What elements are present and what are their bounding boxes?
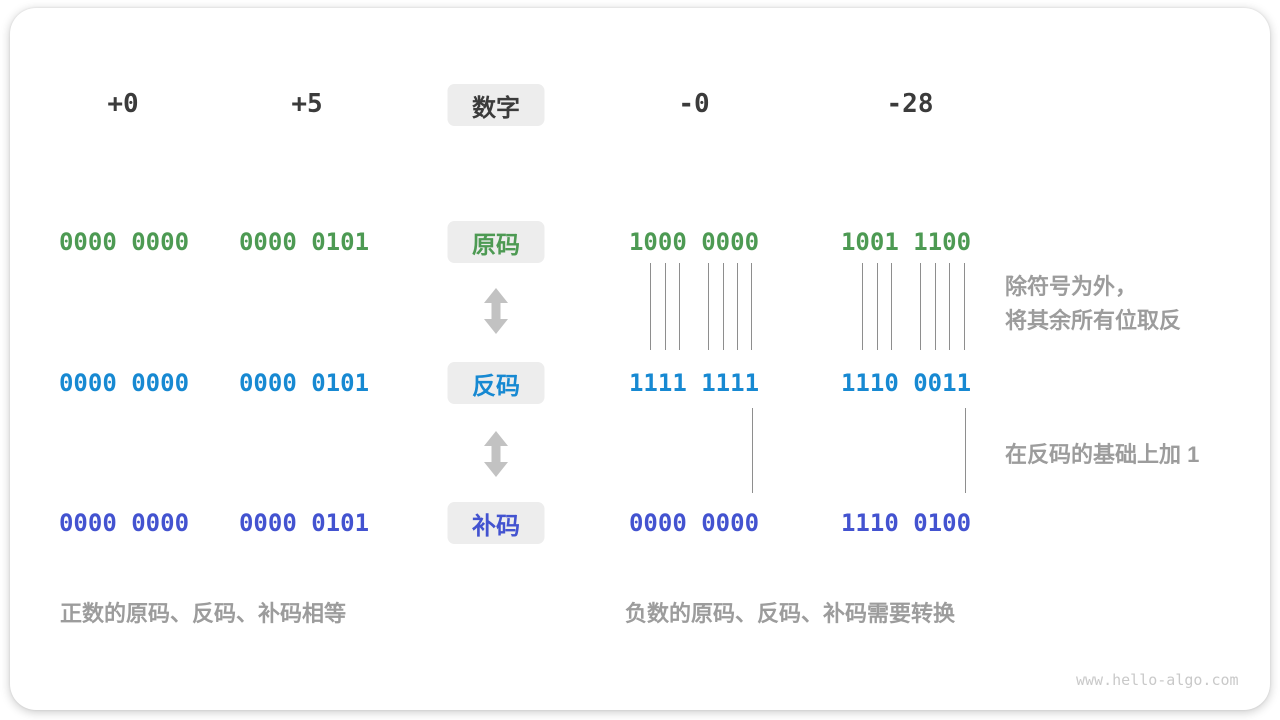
annotation-add-one: 在反码的基础上加 1 xyxy=(1005,442,1200,467)
annotation-invert-line2: 将其余所有位取反 xyxy=(1005,308,1182,333)
chip-twos-complement: 补码 xyxy=(447,502,545,544)
sign-magnitude-value-minus28: 1001 1100 xyxy=(840,228,972,256)
header-plus-5: +5 xyxy=(291,89,323,119)
chip-ones-complement: 反码 xyxy=(447,362,545,404)
ones-complement-value-plus5: 0000 0101 xyxy=(238,369,370,397)
chip-sign-magnitude-label: 原码 xyxy=(472,231,520,259)
up-down-arrow-icon xyxy=(484,431,508,477)
sign-magnitude-value-plus0: 0000 0000 xyxy=(58,228,190,256)
chip-number-label: 数字 xyxy=(472,94,520,122)
twos-complement-value-minus28: 1110 0100 xyxy=(840,509,972,537)
watermark-url: www.hello-algo.com xyxy=(1076,671,1239,689)
ones-complement-value-minus0: 1111 1111 xyxy=(628,369,760,397)
sign-magnitude-value-minus0: 1000 0000 xyxy=(628,228,760,256)
annotation-invert-bits: 除符号为外， 将其余所有位取反 xyxy=(1005,270,1181,338)
up-down-arrow-icon xyxy=(484,288,508,334)
add-one-line-minus0 xyxy=(752,408,753,493)
chip-twos-complement-label: 补码 xyxy=(472,512,520,540)
sign-magnitude-value-plus5: 0000 0101 xyxy=(238,228,370,256)
add-one-line-minus28 xyxy=(965,408,966,493)
diagram-card xyxy=(10,8,1270,710)
twos-complement-value-plus5: 0000 0101 xyxy=(238,509,370,537)
ones-complement-value-minus28: 1110 0011 xyxy=(840,369,972,397)
annotation-invert-line1: 除符号为外， xyxy=(1005,274,1138,299)
caption-negative-numbers: 负数的原码、反码、补码需要转换 xyxy=(625,601,956,626)
header-minus-0: -0 xyxy=(678,89,710,119)
header-minus-28: -28 xyxy=(886,89,934,119)
ones-complement-value-plus0: 0000 0000 xyxy=(58,369,190,397)
caption-positive-numbers: 正数的原码、反码、补码相等 xyxy=(60,601,347,626)
chip-number: 数字 xyxy=(447,84,545,126)
twos-complement-value-plus0: 0000 0000 xyxy=(58,509,190,537)
header-plus-0: +0 xyxy=(107,89,139,119)
chip-sign-magnitude: 原码 xyxy=(447,221,545,263)
twos-complement-value-minus0: 0000 0000 xyxy=(628,509,760,537)
chip-ones-complement-label: 反码 xyxy=(472,372,520,400)
